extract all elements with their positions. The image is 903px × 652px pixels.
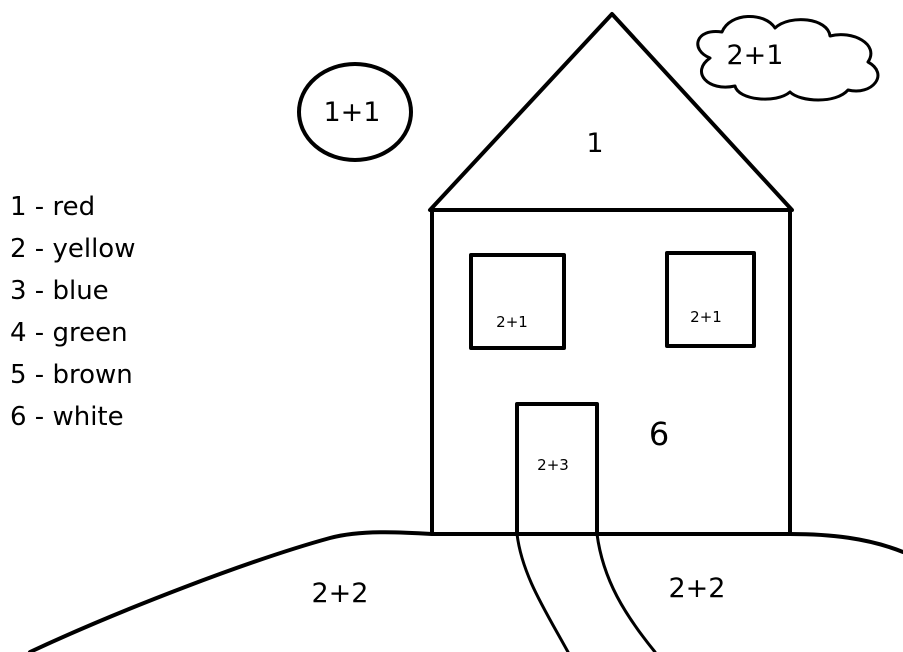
wall-label: 6 [649, 415, 669, 453]
sun[interactable]: 1+1 [297, 62, 413, 162]
roof-label: 1 [586, 128, 603, 159]
legend-item-white: 6 - white [10, 402, 124, 432]
sun-label: 1+1 [324, 97, 381, 128]
cloud-label: 2+1 [727, 40, 784, 71]
hill[interactable] [28, 530, 903, 652]
house-wall[interactable]: 6 [430, 208, 792, 536]
legend-item-green: 4 - green [10, 318, 128, 348]
cloud[interactable]: 2+1 [696, 15, 880, 102]
door[interactable]: 2+3 [515, 402, 599, 536]
legend-item-brown: 5 - brown [10, 360, 133, 390]
legend-item-yellow: 2 - yellow [10, 234, 135, 264]
path[interactable] [515, 532, 657, 652]
window-left[interactable]: 2+1 [469, 253, 566, 350]
window-right[interactable]: 2+1 [665, 251, 756, 348]
window-right-label: 2+1 [690, 308, 722, 326]
color-legend: 1 - red 2 - yellow 3 - blue 4 - green 5 … [10, 192, 135, 432]
door-label: 2+3 [537, 456, 569, 474]
window-left-label: 2+1 [496, 313, 528, 331]
legend-item-blue: 3 - blue [10, 276, 109, 306]
hill-right-label: 2+2 [669, 573, 726, 604]
hill-left-label: 2+2 [312, 578, 369, 609]
legend-item-red: 1 - red [10, 192, 95, 222]
